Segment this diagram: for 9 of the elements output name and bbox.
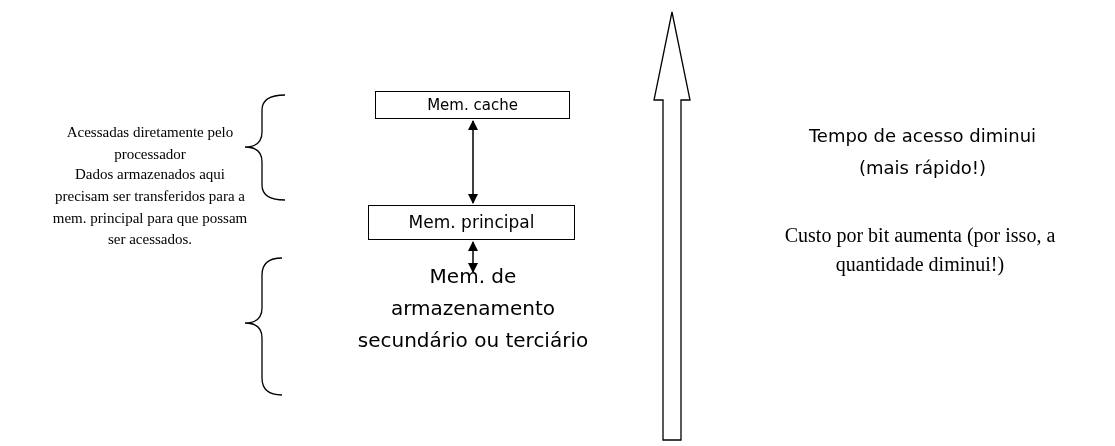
memory-box: Mem. principal	[368, 205, 575, 240]
double-arrow	[467, 119, 479, 205]
annotation-text: Dados armazenados aqui precisam ser transferidos para a mem. principal para que possam ser acessados.	[51, 165, 249, 250]
annotation-text: Custo por bit aumenta (por isso, a quantidade diminui!)	[783, 223, 1057, 278]
annotation-text: Tempo de acesso diminui (mais rápido!)	[807, 124, 1038, 180]
double-arrow	[467, 240, 479, 274]
annotation-text: Acessadas diretamente pelo processador	[65, 123, 235, 164]
memory-box: Mem. cache	[375, 91, 570, 119]
memory-label: Mem. de armazenamento secundário ou terciário	[355, 268, 591, 348]
